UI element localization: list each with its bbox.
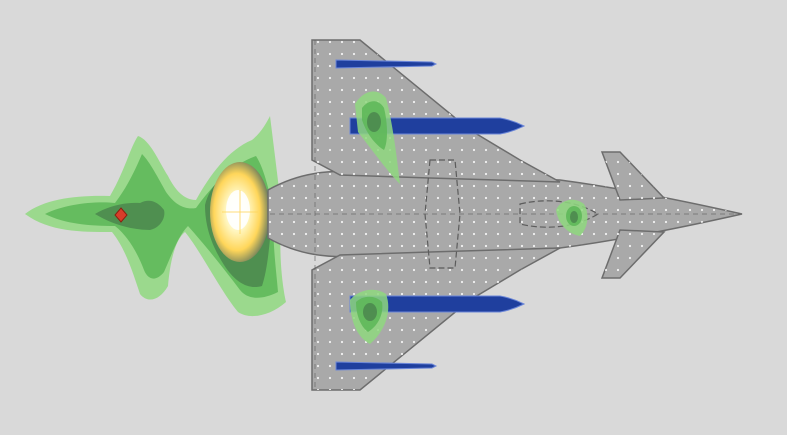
- lower-wingtip-missile: [335, 361, 438, 371]
- exhaust-plume: [25, 116, 286, 317]
- secondary-heat-spots: [350, 91, 588, 344]
- lower-tank: [349, 295, 526, 313]
- lower-pylon-heat-core: [363, 303, 377, 321]
- upper-wingtip-missile: [335, 59, 438, 69]
- canopy-outline: [519, 200, 600, 228]
- upper-pylon-heat-core: [367, 112, 381, 132]
- plume-inner-contour: [95, 200, 165, 230]
- canopy-heat-core: [570, 211, 578, 223]
- missiles: [335, 59, 526, 371]
- exhaust-core: [226, 190, 250, 230]
- hotspot-marker: [114, 207, 128, 223]
- upper-tank: [349, 117, 526, 135]
